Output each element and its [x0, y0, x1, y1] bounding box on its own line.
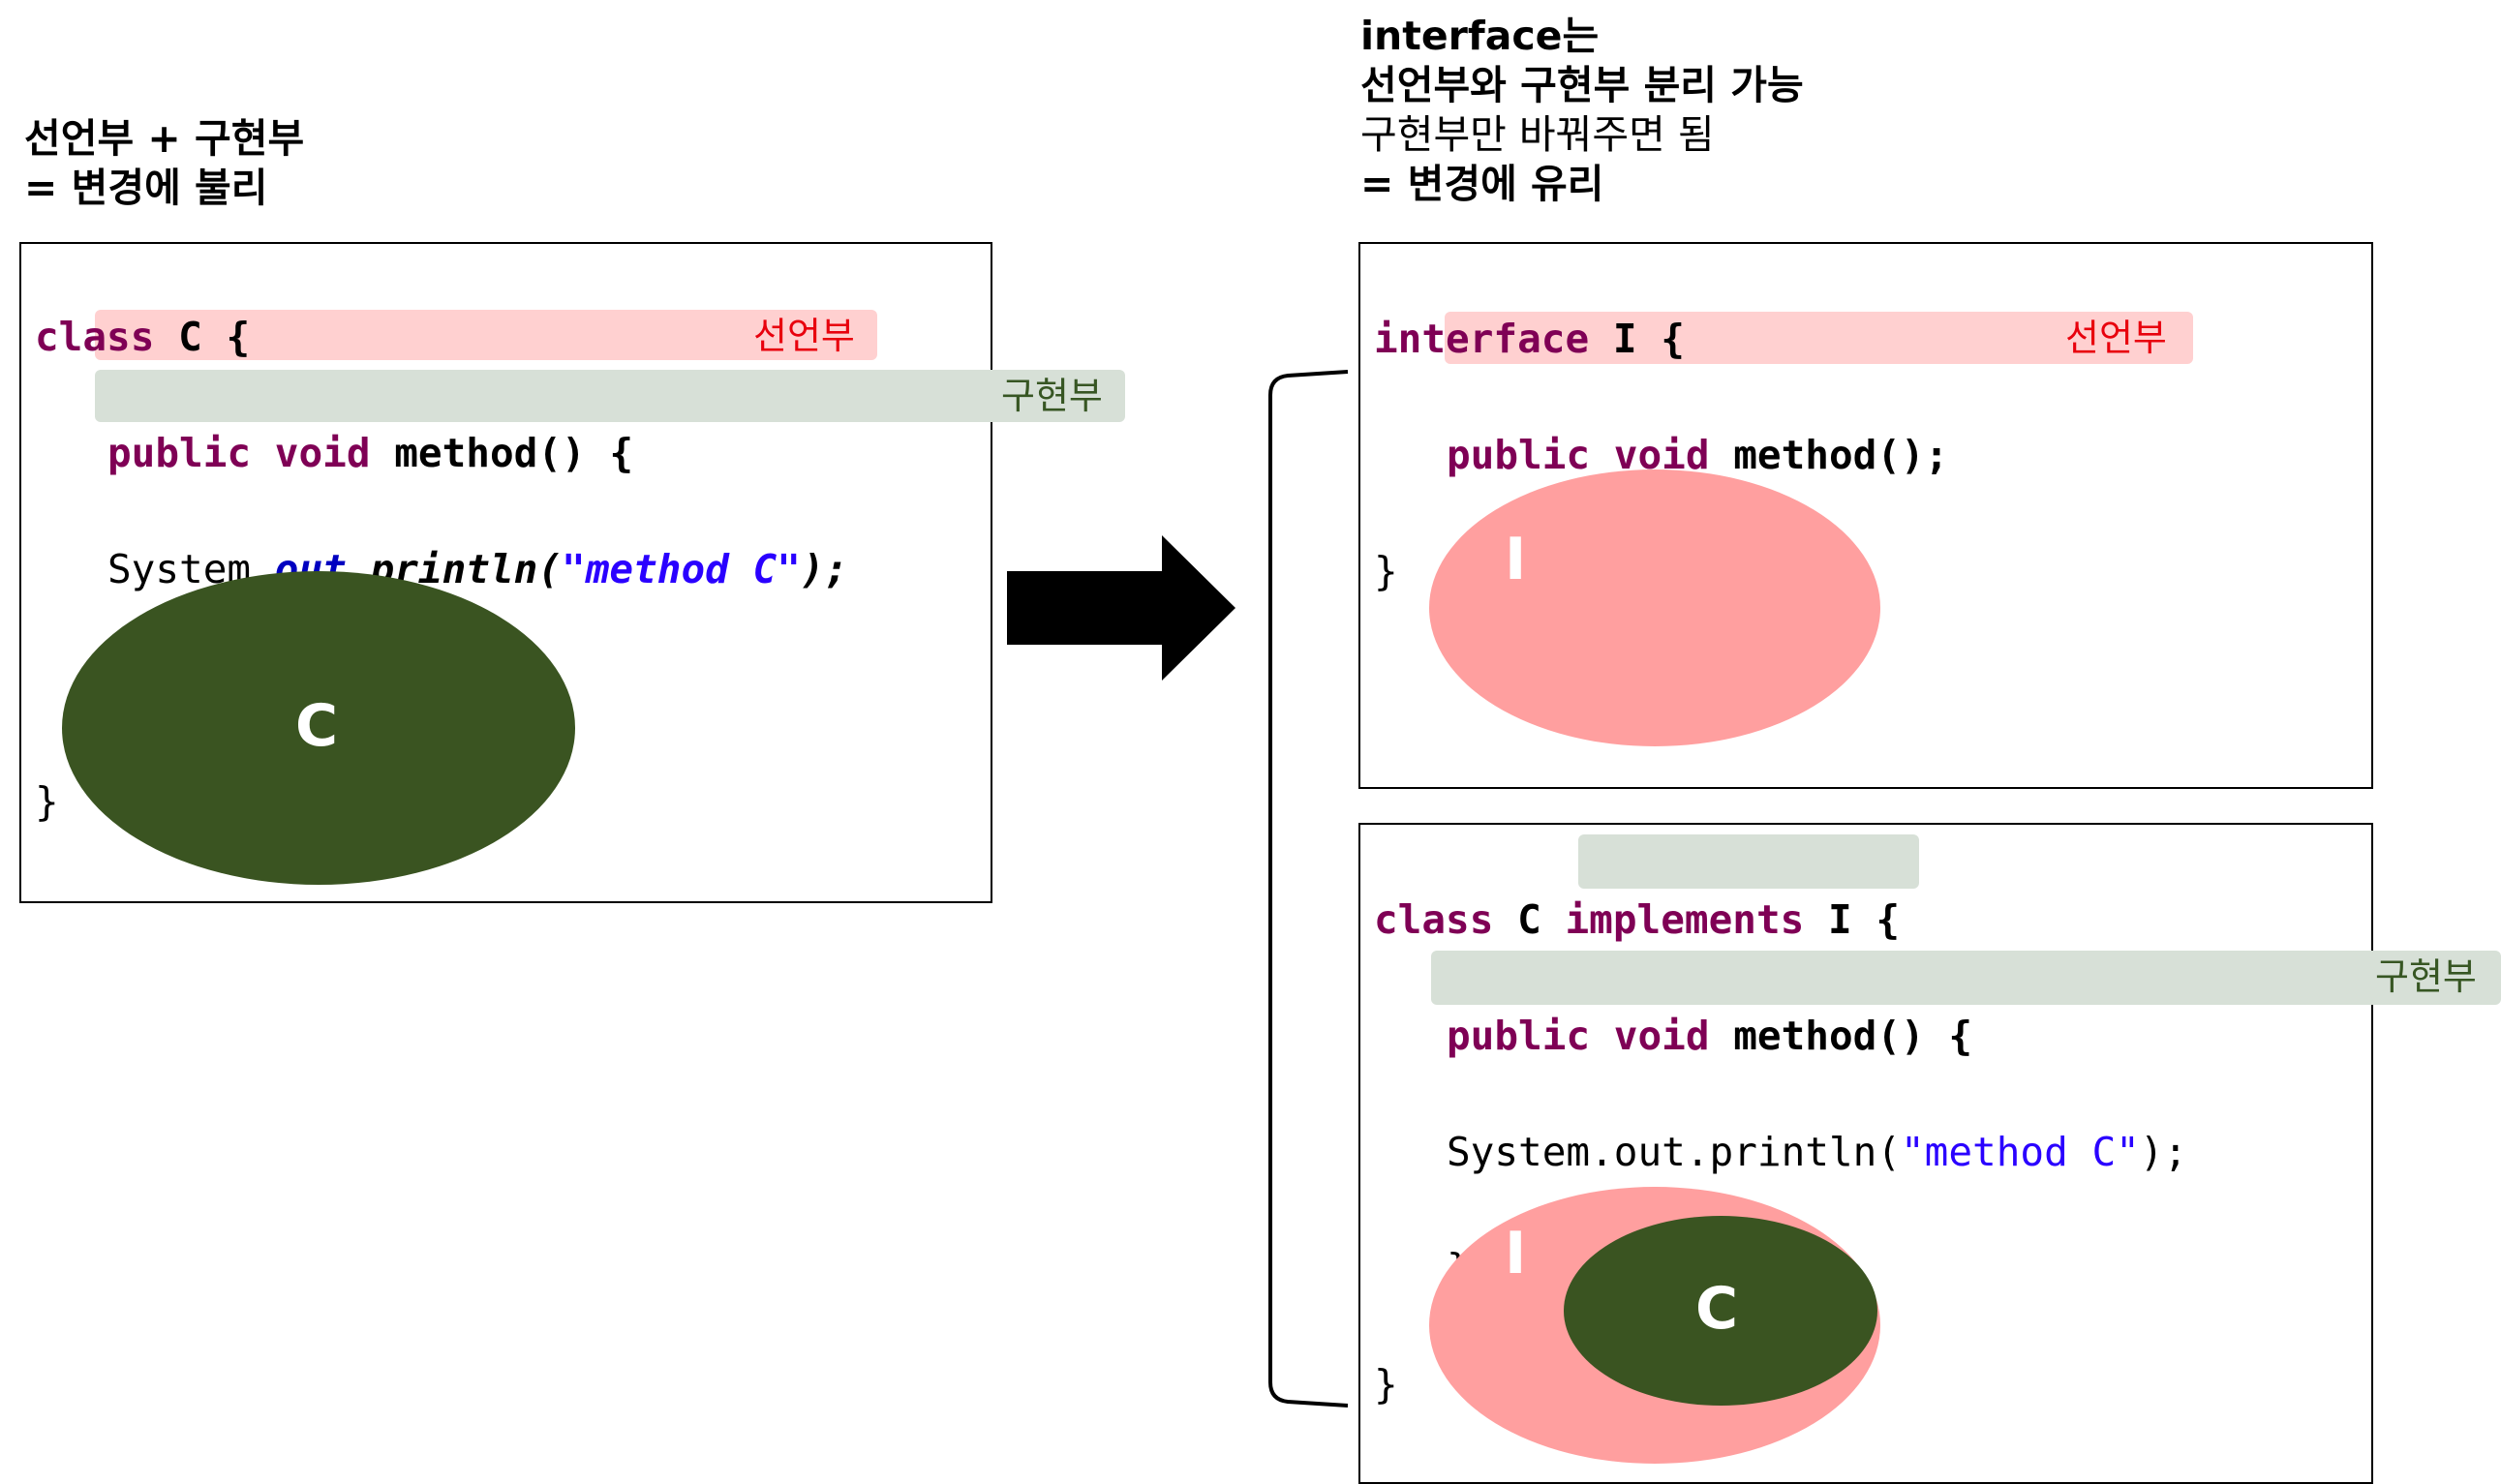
outer-ellipse-label: I: [1505, 1220, 1527, 1287]
right-heading-line3: 구현부만 바꿔주면 됨: [1360, 111, 1715, 158]
grouping-bracket: [1268, 370, 1349, 1408]
implements-highlight: [1578, 834, 1919, 889]
keyword: interface: [1374, 316, 1590, 362]
left-code-line-5: }: [35, 778, 59, 825]
code-text: {: [1851, 896, 1901, 943]
right-implementation-highlight: [1431, 951, 2501, 1005]
transition-arrow: [1007, 535, 1235, 681]
left-heading: 선언부 + 구현부 = 변경에 불리: [24, 114, 304, 213]
left-code-line-3: System.out.println("method C");: [35, 540, 848, 598]
left-implementation-highlight: [95, 370, 1125, 422]
right-implementation-tag: 구현부: [2375, 955, 2477, 998]
code-text: );: [800, 546, 849, 592]
left-code-line-2: public void method() {: [35, 424, 848, 482]
right-heading-line1: interface는: [1360, 13, 1600, 59]
code-text: C: [1493, 896, 1566, 943]
interface-code-line-2: public void method();: [1374, 426, 1948, 484]
string-literal: "method C": [1901, 1129, 2140, 1175]
code-text: I: [1804, 896, 1852, 943]
left-implementation-tag: 구현부: [1001, 375, 1103, 417]
implementation-code-block: class C implements I { public void metho…: [1374, 833, 2187, 1471]
code-text: method() {: [370, 430, 634, 476]
interface-code-line-1: interface I {: [1374, 310, 1948, 368]
keyword: public void: [107, 430, 371, 476]
inner-ellipse-label: C: [1695, 1275, 1739, 1343]
left-declaration-tag: 선언부: [753, 315, 855, 357]
code-text: method();: [1709, 432, 1949, 478]
interface-i-ellipse: [1429, 469, 1880, 746]
right-heading: interface는 선언부와 구현부 분리 가능 구현부만 바꿔주면 됨 = …: [1360, 12, 1804, 209]
code-text: method() {: [1709, 1013, 1973, 1059]
string-literal: "method C": [562, 546, 801, 592]
code-text: I {: [1589, 316, 1685, 362]
keyword: class: [1374, 896, 1494, 943]
interface-code-block: interface I { public void method(); }: [1374, 252, 1948, 658]
class-c-ellipse: [62, 571, 575, 885]
class-c-ellipse-label: C: [295, 692, 339, 760]
interface-ellipse-label: I: [1505, 526, 1527, 593]
keyword: public void: [1447, 1013, 1710, 1059]
interface-declaration-highlight: [1445, 312, 2193, 364]
left-heading-line2: = 변경에 불리: [24, 165, 268, 211]
implementation-code-line-1: class C implements I {: [1374, 891, 2187, 949]
right-heading-line4: = 변경에 유리: [1360, 161, 1604, 207]
keyword: class: [35, 314, 155, 360]
right-heading-line2: 선언부와 구현부 분리 가능: [1360, 62, 1804, 108]
interface-code-line-3: }: [1374, 548, 1398, 594]
implementation-code-line-2: public void method() {: [1374, 1007, 2187, 1065]
code-text: C {: [154, 314, 251, 360]
keyword-implements: implements: [1565, 896, 1805, 943]
implementation-code-line-5: }: [1374, 1361, 1398, 1408]
implementation-code-line-3: System.out.println("method C");: [1374, 1123, 2187, 1181]
left-code-line-1: class C {: [35, 308, 848, 366]
inner-class-ellipse: [1564, 1216, 1877, 1406]
interface-declaration-tag: 선언부: [2065, 317, 2167, 359]
code-text: System.out.println(: [1447, 1129, 1901, 1175]
code-text: );: [2139, 1129, 2188, 1175]
left-declaration-highlight: [95, 310, 877, 360]
left-heading-line1: 선언부 + 구현부: [24, 115, 305, 162]
code-text: (: [537, 546, 563, 592]
